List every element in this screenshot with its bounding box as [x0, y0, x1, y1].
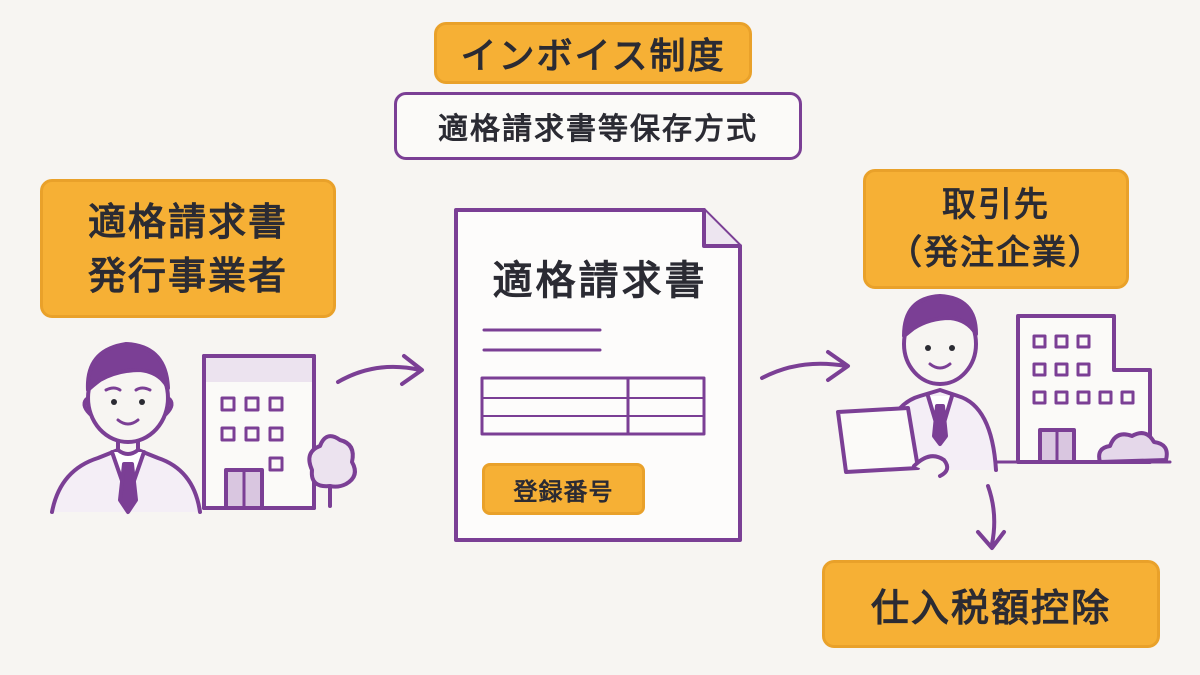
issuer-label: 適格請求書 発行事業者 — [40, 179, 336, 318]
invoice-document — [454, 208, 742, 542]
diagram-subtitle: 適格請求書等保存方式 — [394, 92, 802, 160]
diagram-title: インボイス制度 — [434, 22, 752, 84]
document-title: 適格請求書 — [492, 258, 708, 304]
tree-icon — [307, 434, 357, 508]
diagram-title-text: インボイス制度 — [460, 36, 726, 77]
issuer-label-line1: 適格請求書 — [87, 199, 288, 244]
outcome-label-text: 仕入税額控除 — [870, 585, 1111, 630]
arrow-icon — [976, 484, 1006, 550]
registration-number-text: 登録番号 — [513, 477, 614, 506]
laptop-icon — [836, 406, 950, 478]
diagram-subtitle-text: 適格請求書等保存方式 — [438, 112, 758, 147]
partner-label-line1: 取引先 — [942, 185, 1050, 225]
partner-label-line2: （発注企業） — [888, 233, 1104, 273]
issuer-label-line2: 発行事業者 — [87, 253, 288, 298]
partner-office-building-icon — [994, 314, 1172, 464]
issuer-person-icon — [50, 342, 202, 514]
arrow-icon — [760, 350, 850, 382]
outcome-label: 仕入税額控除 — [822, 560, 1160, 648]
partner-label: 取引先 （発注企業） — [863, 169, 1129, 289]
issuer-office-building-icon — [202, 354, 316, 510]
arrow-icon — [336, 354, 424, 386]
registration-number-badge: 登録番号 — [482, 463, 645, 515]
